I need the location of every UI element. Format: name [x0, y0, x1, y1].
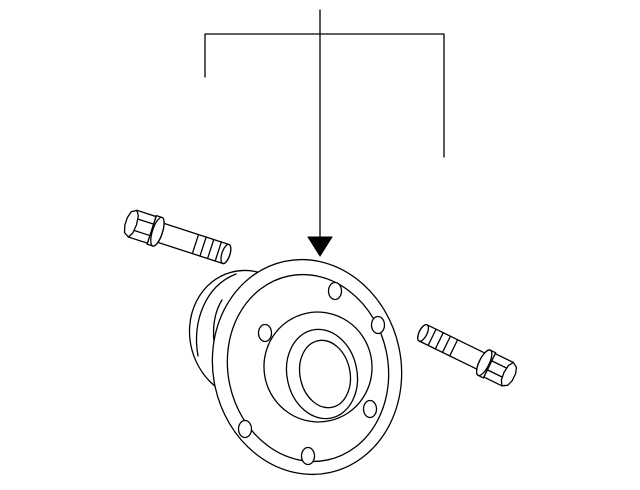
bolt-hole [237, 419, 253, 439]
bolt-hole [370, 315, 386, 335]
hub-bolt-right [417, 324, 518, 387]
callout-bracket [204, 9, 445, 257]
bolt-hole [257, 323, 273, 343]
hub-bolt-left [123, 209, 232, 265]
bolt-hole [362, 399, 378, 419]
bolt-hole [300, 446, 316, 466]
callout-arrow-icon [307, 236, 333, 257]
wheel-hub-assembly [188, 258, 403, 476]
bolt-hole [327, 281, 343, 301]
